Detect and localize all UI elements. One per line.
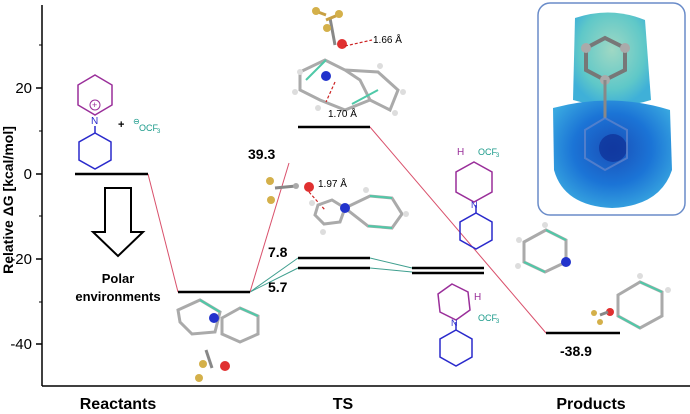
chem-n-product1: N — [471, 200, 478, 210]
chem-h-product2: H — [474, 292, 481, 303]
y-axis-label: Relative ΔG [kcal/mol] — [0, 126, 16, 274]
chem-ocf3-product1: OCF — [478, 147, 498, 157]
chem-n: N — [91, 116, 98, 127]
tick-label-20: 20 — [15, 80, 32, 97]
chem-plus-sign: + — [118, 119, 124, 131]
energy-label-ts-top: 39.3 — [248, 146, 275, 162]
distance-label-1: 1.66 Å — [373, 33, 402, 46]
distance-label-3: 1.97 Å — [318, 177, 347, 190]
down-arrow-icon — [90, 187, 146, 258]
chem-anion-sub: 3 — [157, 129, 161, 135]
chem-plus: + — [92, 100, 97, 110]
chem-ocf3-product2: OCF — [478, 313, 498, 323]
tick-label-minus20: -20 — [10, 251, 32, 268]
ts-top-molecular-model — [292, 7, 406, 116]
esp-map-inset — [537, 2, 686, 216]
chem-anion: OCF — [139, 123, 159, 133]
product-pyridine-model — [515, 222, 571, 274]
connector-lines — [147, 126, 547, 334]
tick-label-0: 0 — [24, 166, 32, 183]
trifluoromethoxide-label: ⊖ OCF 3 — [133, 117, 161, 135]
annotation-line1: Polar — [102, 271, 135, 286]
pyridinium-structure: + N — [77, 74, 113, 170]
energy-levels — [75, 125, 620, 335]
chem-h-product1: H — [457, 147, 464, 158]
chem-ocf3-sub-product1: 3 — [496, 153, 500, 159]
stage-label-ts: TS — [333, 396, 354, 413]
energy-label-ts-low: 5.7 — [268, 279, 288, 295]
tick-label-minus40: -40 — [10, 336, 32, 353]
energy-label-ts-mid: 7.8 — [268, 244, 288, 260]
energy-label-product: -38.9 — [560, 343, 592, 359]
ts-low-molecular-model — [266, 177, 409, 235]
product-4-substituted-structure: N H OCF 3 — [455, 147, 500, 250]
chem-ocf3-sub-product2: 3 — [496, 319, 500, 325]
chem-minus: ⊖ — [133, 117, 140, 126]
product-ocf3-benzene-model — [591, 273, 671, 330]
stage-label-reactants: Reactants — [80, 396, 157, 413]
chem-n-product2: N — [451, 318, 458, 328]
product-2-substituted-structure: N H OCF 3 — [437, 283, 500, 367]
annotation-line2: environments — [75, 289, 160, 304]
distance-label-2: 1.70 Å — [328, 107, 357, 120]
stage-label-products: Products — [556, 396, 625, 413]
y-axis — [36, 5, 690, 387]
complex-molecular-model — [176, 298, 260, 382]
